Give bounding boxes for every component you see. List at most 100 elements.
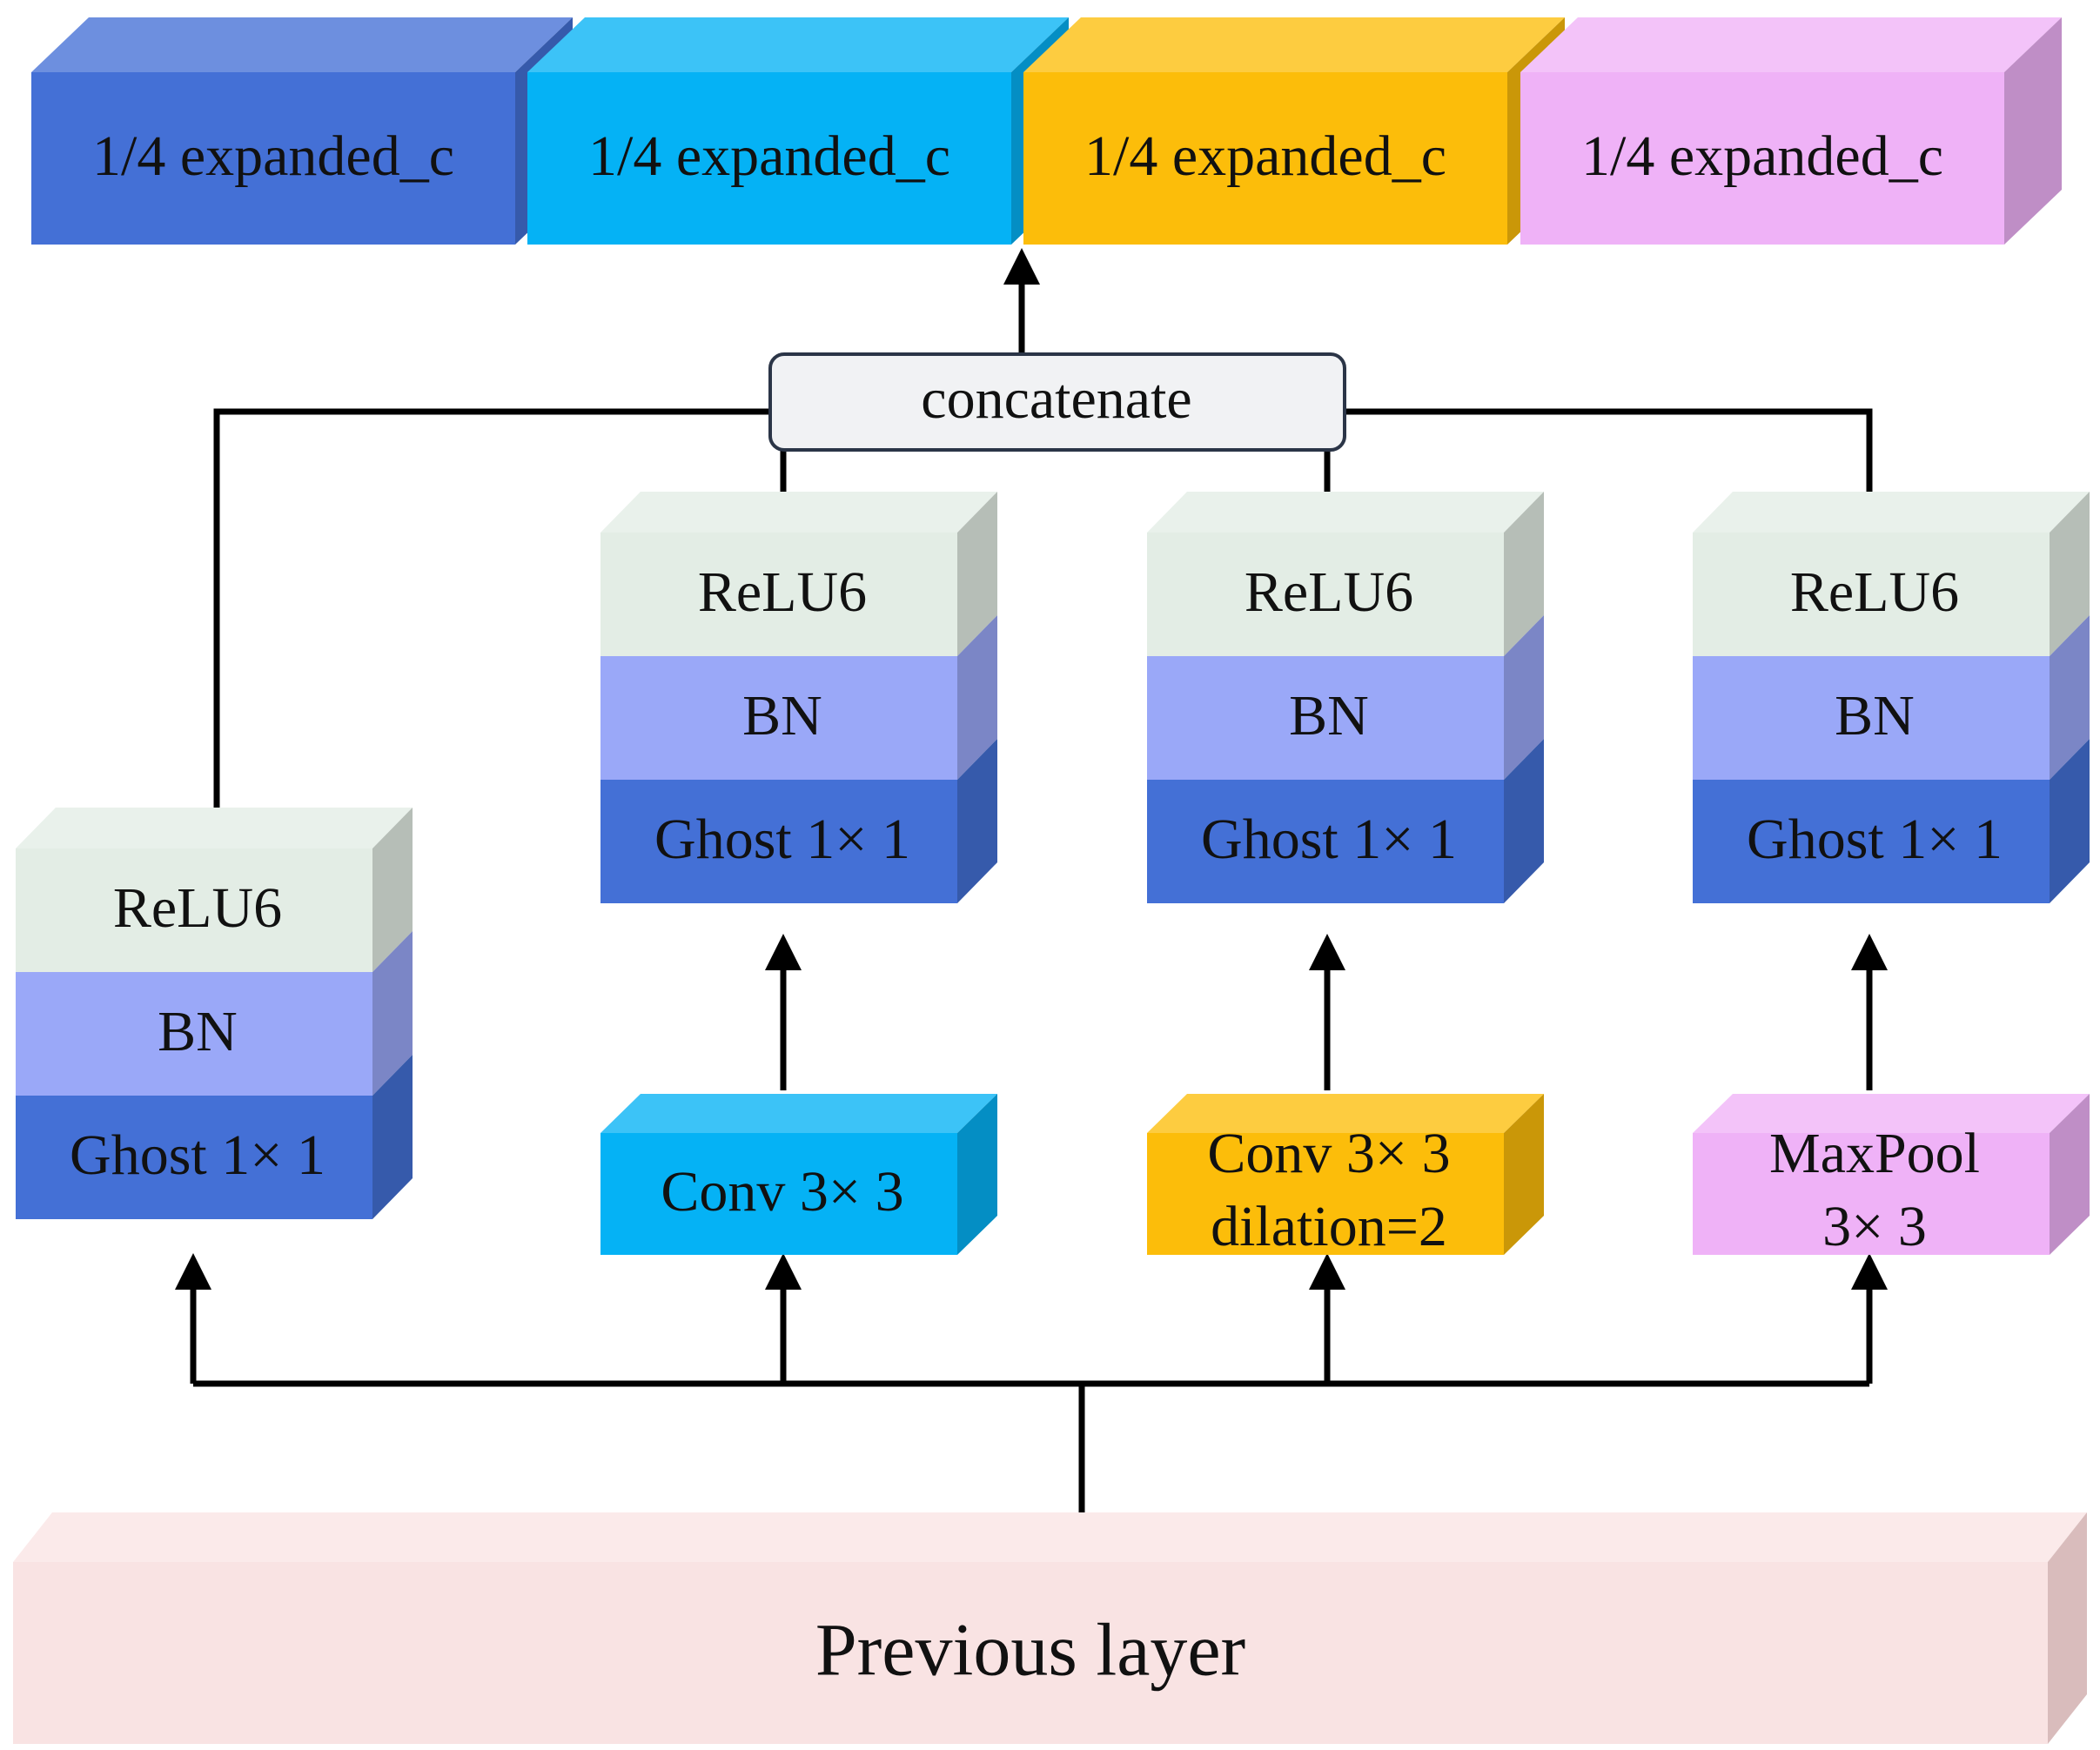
connector-wires — [175, 248, 1888, 1512]
output-block-2-front-face — [527, 72, 1011, 245]
branch-1-layer-label-3: Ghost 1× 1 — [70, 1123, 325, 1187]
branch-4-layer-3-front-face — [1693, 780, 2050, 903]
branch-2-pre-op-label-1: Conv 3× 3 — [661, 1160, 903, 1224]
branch-1-layer-1-front-face — [16, 848, 372, 972]
branch-4-layer-3: Ghost 1× 1 — [1693, 739, 2090, 903]
branch-2-layer-3: Ghost 1× 1 — [600, 739, 997, 903]
branch-3-pre-op-label-1: Conv 3× 3 — [1207, 1122, 1450, 1185]
branch-3-layer-label-3: Ghost 1× 1 — [1201, 808, 1457, 871]
concatenate-node: concatenate — [768, 352, 1346, 452]
branch-2-pre-op-top-face — [600, 1094, 997, 1133]
output-block-label-4: 1/4 expanded_c — [1581, 124, 1943, 188]
previous-layer-top-face — [13, 1512, 2087, 1562]
output-block-1-front-face — [31, 72, 515, 245]
branch-2-layer-2-side-face — [957, 615, 997, 780]
branch-1-layer-1-top-face — [16, 808, 413, 848]
output-block-1-top-face — [31, 17, 573, 72]
branch-4-layer-2: BN — [1693, 615, 2090, 780]
branch-3-layer-2-side-face — [1504, 615, 1544, 780]
previous-layer-label: Previous layer — [815, 1608, 1245, 1692]
output-block-label-3: 1/4 expanded_c — [1084, 124, 1446, 188]
branch-2-layer-3-front-face — [600, 780, 957, 903]
branch-4-layer-2-side-face — [2050, 615, 2090, 780]
concatenate-label: concatenate — [921, 367, 1191, 431]
branch-3-layer-1-top-face — [1147, 492, 1544, 533]
output-block-4-side-face — [2004, 17, 2062, 245]
branch-2-layer-1-top-face — [600, 492, 997, 533]
previous-layer-front-face — [13, 1562, 2048, 1744]
output-block-4-top-face — [1520, 17, 2062, 72]
output-block-2-top-face — [527, 17, 1069, 72]
branch-2-layer-2-front-face — [600, 656, 957, 780]
branch-2-pre-op: Conv 3× 3 — [600, 1094, 997, 1255]
branch-3-pre-op-side-face — [1504, 1094, 1544, 1255]
branch-3-layer-1-side-face — [1504, 492, 1544, 656]
branch-4-pre-op-front-face — [1693, 1133, 2050, 1255]
branch-4-layer-label-2: BN — [1835, 684, 1915, 748]
previous-layer-side-face — [2048, 1512, 2087, 1744]
branch-4-layer-1-side-face — [2050, 492, 2090, 656]
branch-3-layer-3-side-face — [1504, 739, 1544, 903]
output-block-3-top-face — [1023, 17, 1565, 72]
branch-4-layer-2-front-face — [1693, 656, 2050, 780]
branch-2-layer-1-front-face — [600, 533, 957, 656]
branch-1-layer-2-front-face — [16, 972, 372, 1096]
branch-4-layer-1-front-face — [1693, 533, 2050, 656]
output-block-label-2: 1/4 expanded_c — [588, 124, 950, 188]
branch-2-layer-label-2: BN — [742, 684, 822, 748]
branch-3-layer-1-front-face — [1147, 533, 1504, 656]
branch-1-layer-2-side-face — [372, 931, 413, 1096]
output-block-label-1: 1/4 expanded_c — [92, 124, 454, 188]
branch-4-layer-1: ReLU6 — [1693, 492, 2090, 656]
branch-2-layer-3-side-face — [957, 739, 997, 903]
branch-1-layer-label-2: BN — [158, 1000, 238, 1063]
branch-2-layer-label-1: ReLU6 — [698, 560, 867, 624]
branch-3-layer-2-front-face — [1147, 656, 1504, 780]
branch4-to-concat-wire — [1343, 408, 1873, 526]
output-block-1: 1/4 expanded_c — [31, 17, 573, 245]
branch-2-layer-2: BN — [600, 615, 997, 780]
branch-1-layer-1-side-face — [372, 808, 413, 972]
branch-4-layer-1-top-face — [1693, 492, 2090, 533]
branch-4-layer-label-1: ReLU6 — [1790, 560, 1959, 624]
concatenate-box — [768, 352, 1346, 452]
branch-3-pre-op-label-2: dilation=2 — [1211, 1195, 1447, 1258]
branch-1-layer-3: Ghost 1× 1 — [16, 1055, 413, 1219]
branch-4-pre-op-label-1: MaxPool — [1769, 1122, 1980, 1185]
branch-2-layer-label-3: Ghost 1× 1 — [654, 808, 910, 871]
branch-3-layer-1: ReLU6 — [1147, 492, 1544, 656]
branch-1-layer-2: BN — [16, 931, 413, 1096]
branch-4-pre-op-top-face — [1693, 1094, 2090, 1133]
output-block-2: 1/4 expanded_c — [527, 17, 1069, 245]
branch-4-pre-op-side-face — [2050, 1094, 2090, 1255]
branch-1-layer-1: ReLU6 — [16, 808, 413, 972]
branch-4-layer-3-side-face — [2050, 739, 2090, 903]
branch-3-layer-3: Ghost 1× 1 — [1147, 739, 1544, 903]
previous-layer-block: Previous layer — [13, 1512, 2087, 1744]
branch-4-layer-label-3: Ghost 1× 1 — [1747, 808, 2003, 871]
branch-3-layer-2: BN — [1147, 615, 1544, 780]
branch-3-pre-op: Conv 3× 3 dilation=2 — [1147, 1094, 1544, 1258]
branch-1-layer-3-front-face — [16, 1096, 372, 1219]
branch-3-layer-label-1: ReLU6 — [1245, 560, 1413, 624]
branch-4-pre-op-label-2: 3× 3 — [1822, 1195, 1927, 1258]
branch-1-layer-label-1: ReLU6 — [113, 876, 282, 940]
output-blocks: 1/4 expanded_c 1/4 expanded_c 1/4 expanded… — [31, 17, 2062, 245]
branch-4-pre-op: MaxPool 3× 3 — [1693, 1094, 2090, 1258]
branch-1-layer-3-side-face — [372, 1055, 413, 1219]
output-block-4: 1/4 expanded_c — [1520, 17, 2062, 245]
branch-2-layer-1-side-face — [957, 492, 997, 656]
branch-2-pre-op-side-face — [957, 1094, 997, 1255]
branch-3-layer-3-front-face — [1147, 780, 1504, 903]
branch-2-pre-op-front-face — [600, 1133, 957, 1255]
output-block-3: 1/4 expanded_c — [1023, 17, 1565, 245]
output-block-3-front-face — [1023, 72, 1507, 245]
branch-3-layer-label-2: BN — [1289, 684, 1369, 748]
output-block-4-front-face — [1520, 72, 2004, 245]
